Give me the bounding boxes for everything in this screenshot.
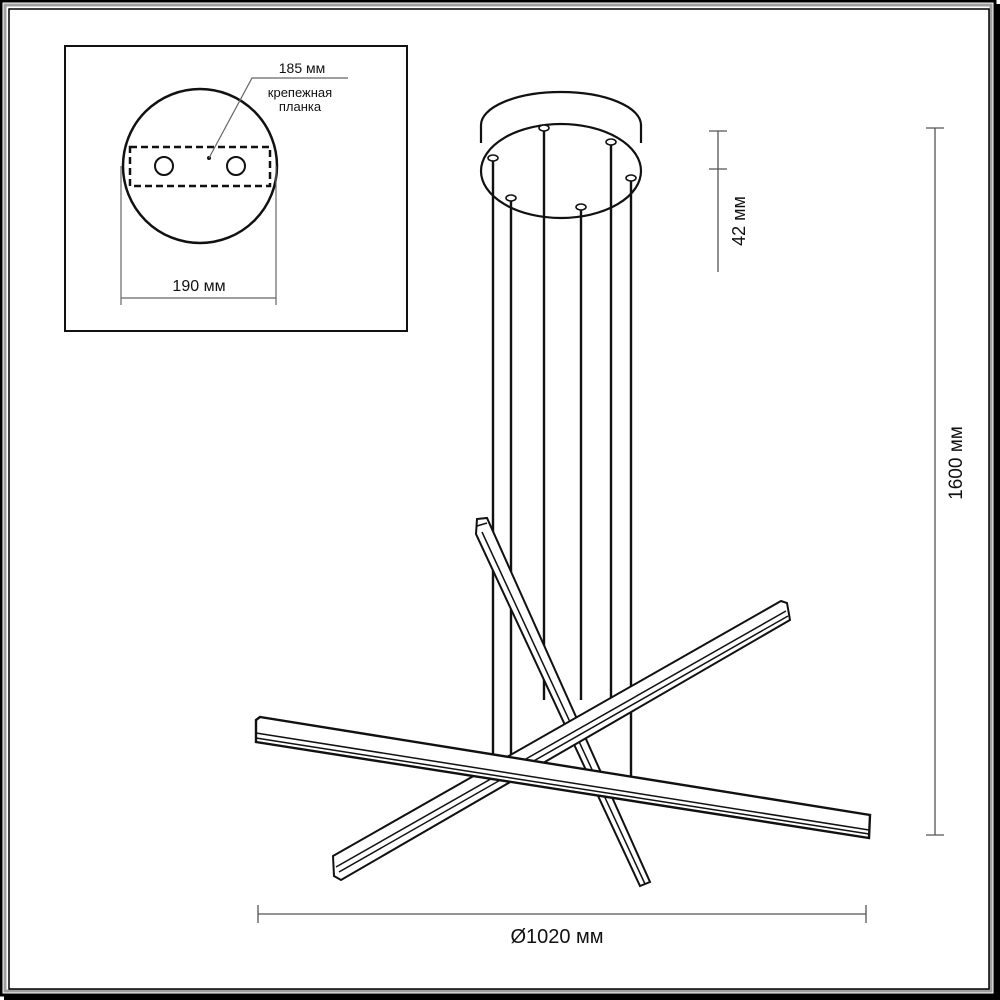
canopy-inset: 185 мм крепежная планка 190 мм <box>64 45 408 332</box>
diameter-label: Ø1020 мм <box>510 926 603 948</box>
mounting-plate-outline <box>128 145 272 188</box>
canopy-height-label: 42 мм <box>729 196 749 246</box>
mount-hole-right <box>226 156 246 176</box>
light-bar-rising <box>331 599 792 882</box>
diameter-dimension <box>257 905 867 923</box>
canopy-diameter-label: 190 мм <box>172 278 225 295</box>
mount-plate-length-label: 185 мм <box>279 60 326 76</box>
total-height-dimension <box>926 127 944 836</box>
canopy-height-dimension <box>709 130 727 272</box>
light-bars <box>254 516 872 888</box>
canopy <box>479 90 643 220</box>
mount-plate-caption-line1: крепежная <box>268 85 332 100</box>
suspension-wires <box>491 130 633 776</box>
canopy-circle-top-view <box>121 87 279 245</box>
leader-line <box>208 77 348 159</box>
mount-hole-left <box>154 156 174 176</box>
total-height-label: 1600 мм <box>946 426 967 500</box>
light-bar-long <box>254 715 872 840</box>
mount-plate-caption-line2: планка <box>279 99 322 114</box>
wire-anchors <box>487 124 637 211</box>
